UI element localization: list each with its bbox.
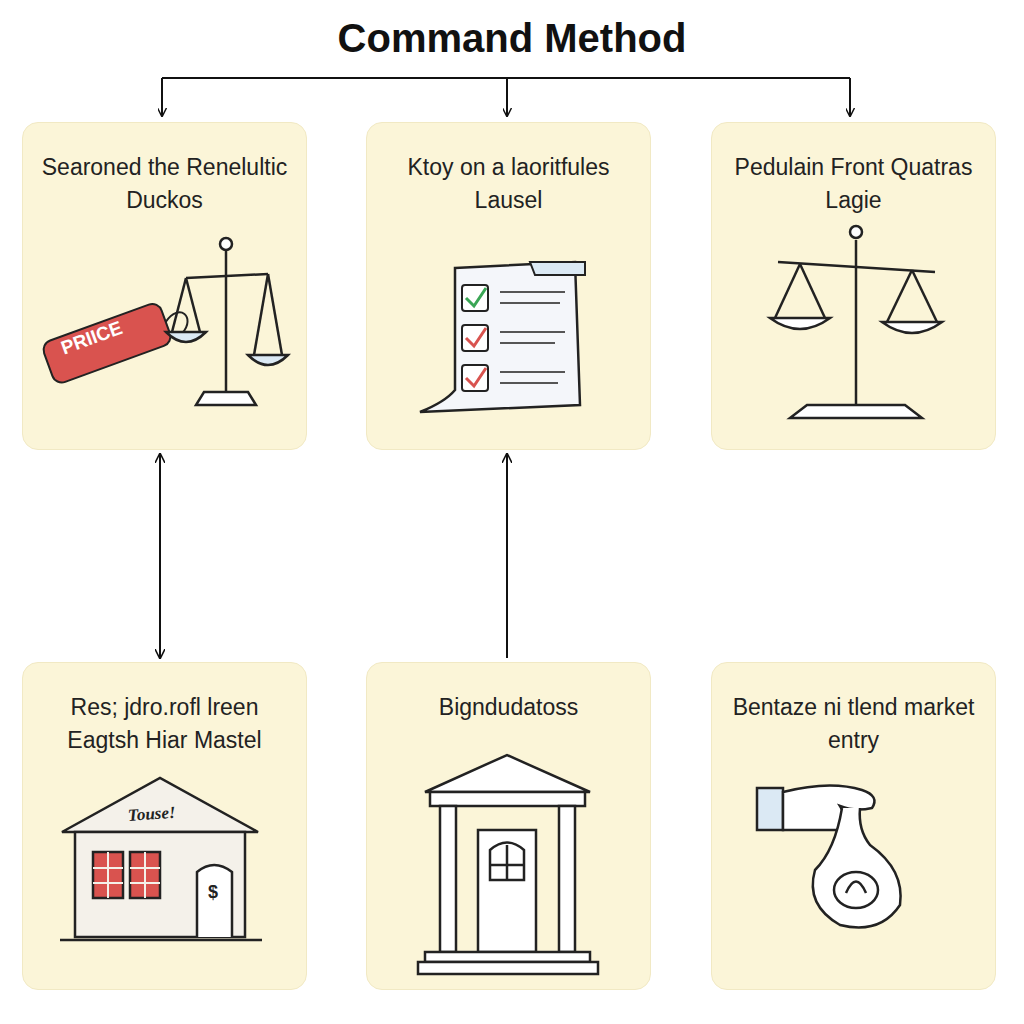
price-tag [41,294,194,385]
house [60,778,262,940]
process-box: Searoned the Renelultic Duckos [22,122,307,450]
process-box: Res; jdro.rofl lreen Eagtsh Hiar Mastel [22,662,307,990]
process-box: Ktoy on a laoritfules Lausel [366,122,651,450]
connector-arrow [506,454,508,658]
connector-arrow [159,454,161,658]
diagram-title: Command Method [0,16,1024,61]
box-label: Searoned the Renelultic Duckos [37,151,292,218]
illustration-label: $ [208,882,218,903]
box-label: Bigndudatoss [381,691,636,724]
title-bracket [162,78,850,116]
box-label: Res; jdro.rofl lreen Eagtsh Hiar Mastel [37,691,292,758]
balance-scale [166,238,288,405]
bank-building [418,755,598,974]
hand-money-bag [757,785,901,927]
box-label: Pedulain Front Quatras Lagie [726,151,981,218]
illustration-label: Touse! [127,803,176,826]
checklist [420,262,585,412]
balance-scale [770,226,942,418]
box-label: Bentaze ni tlend market entry [726,691,981,758]
process-box: Bigndudatoss [366,662,651,990]
box-label: Ktoy on a laoritfules Lausel [381,151,636,218]
process-box: Bentaze ni tlend market entry [711,662,996,990]
process-box: Pedulain Front Quatras Lagie [711,122,996,450]
